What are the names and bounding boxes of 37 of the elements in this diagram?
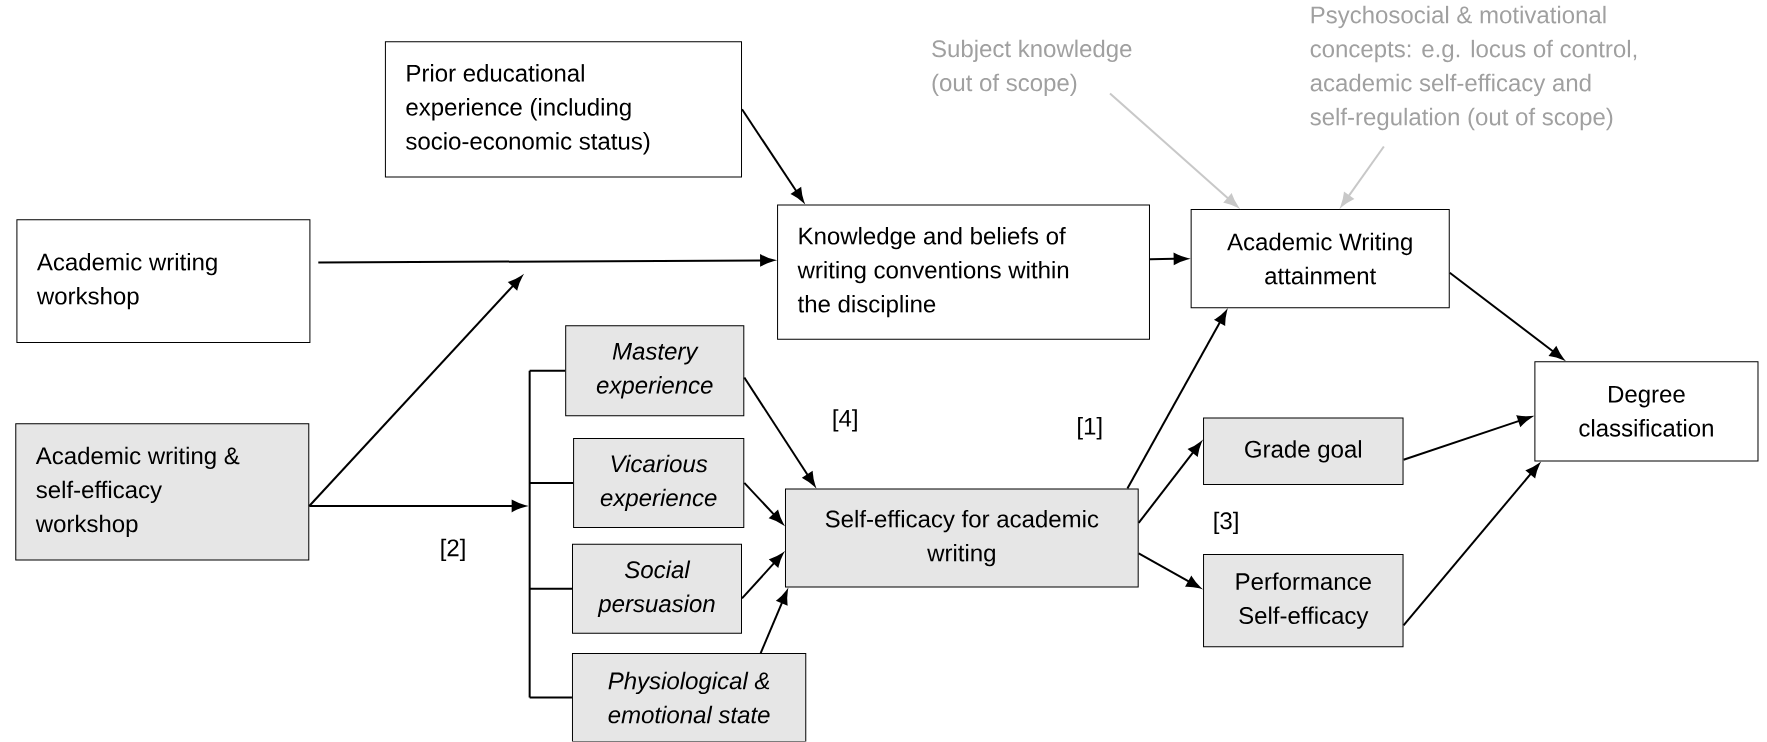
- arrow: [1109, 92, 1239, 208]
- arrow: [759, 590, 788, 655]
- source-box: Mastery experience: [565, 325, 745, 417]
- note-text: Subject knowledge (out of scope): [932, 39, 1132, 97]
- note-text: Psychosocial & motivational concepts: e.g. locus of control, academic self-efficacy and self-regulation (out of scope): [1310, 6, 1637, 131]
- arrow: [743, 482, 784, 525]
- arrow: [308, 276, 523, 508]
- source-box: Social persuasion: [572, 544, 742, 635]
- concept-box: Grade goal: [1203, 417, 1404, 486]
- path-number: [1]: [1078, 417, 1102, 440]
- arrow: [308, 500, 526, 512]
- arrow: [1149, 253, 1188, 265]
- source-box: Vicarious experience: [573, 438, 745, 529]
- arrow: [317, 254, 774, 267]
- bus-bar: [528, 371, 531, 698]
- arrow: [741, 553, 784, 600]
- concept-box: Performance Self-efficacy: [1203, 554, 1404, 648]
- path-number: [4]: [833, 409, 857, 432]
- path-number: [2]: [441, 539, 465, 562]
- arrow: [743, 376, 816, 487]
- arrow: [1137, 441, 1202, 525]
- path-number: [3]: [1214, 511, 1238, 535]
- arrow: [1340, 145, 1385, 208]
- arrow: [1402, 415, 1532, 462]
- arrow: [1402, 463, 1540, 627]
- concept-box: Self-efficacy for academic writing: [785, 488, 1139, 588]
- arrow: [1126, 310, 1227, 490]
- concept-box: Academic writing & self-efficacy workshop: [15, 423, 310, 561]
- arrow: [741, 108, 804, 203]
- concept-box: Academic Writing attainment: [1190, 209, 1450, 309]
- concept-box: Academic writing workshop: [16, 219, 311, 344]
- concept-box: Degree classification: [1534, 361, 1759, 462]
- concept-box: Knowledge and beliefs of writing conventions within the discipline: [777, 204, 1150, 340]
- concept-box: Prior educational experience (including socio-economic status): [384, 41, 742, 178]
- arrow: [1448, 271, 1564, 360]
- source-box: Physiological & emotional state: [571, 653, 807, 742]
- arrow: [1137, 552, 1201, 589]
